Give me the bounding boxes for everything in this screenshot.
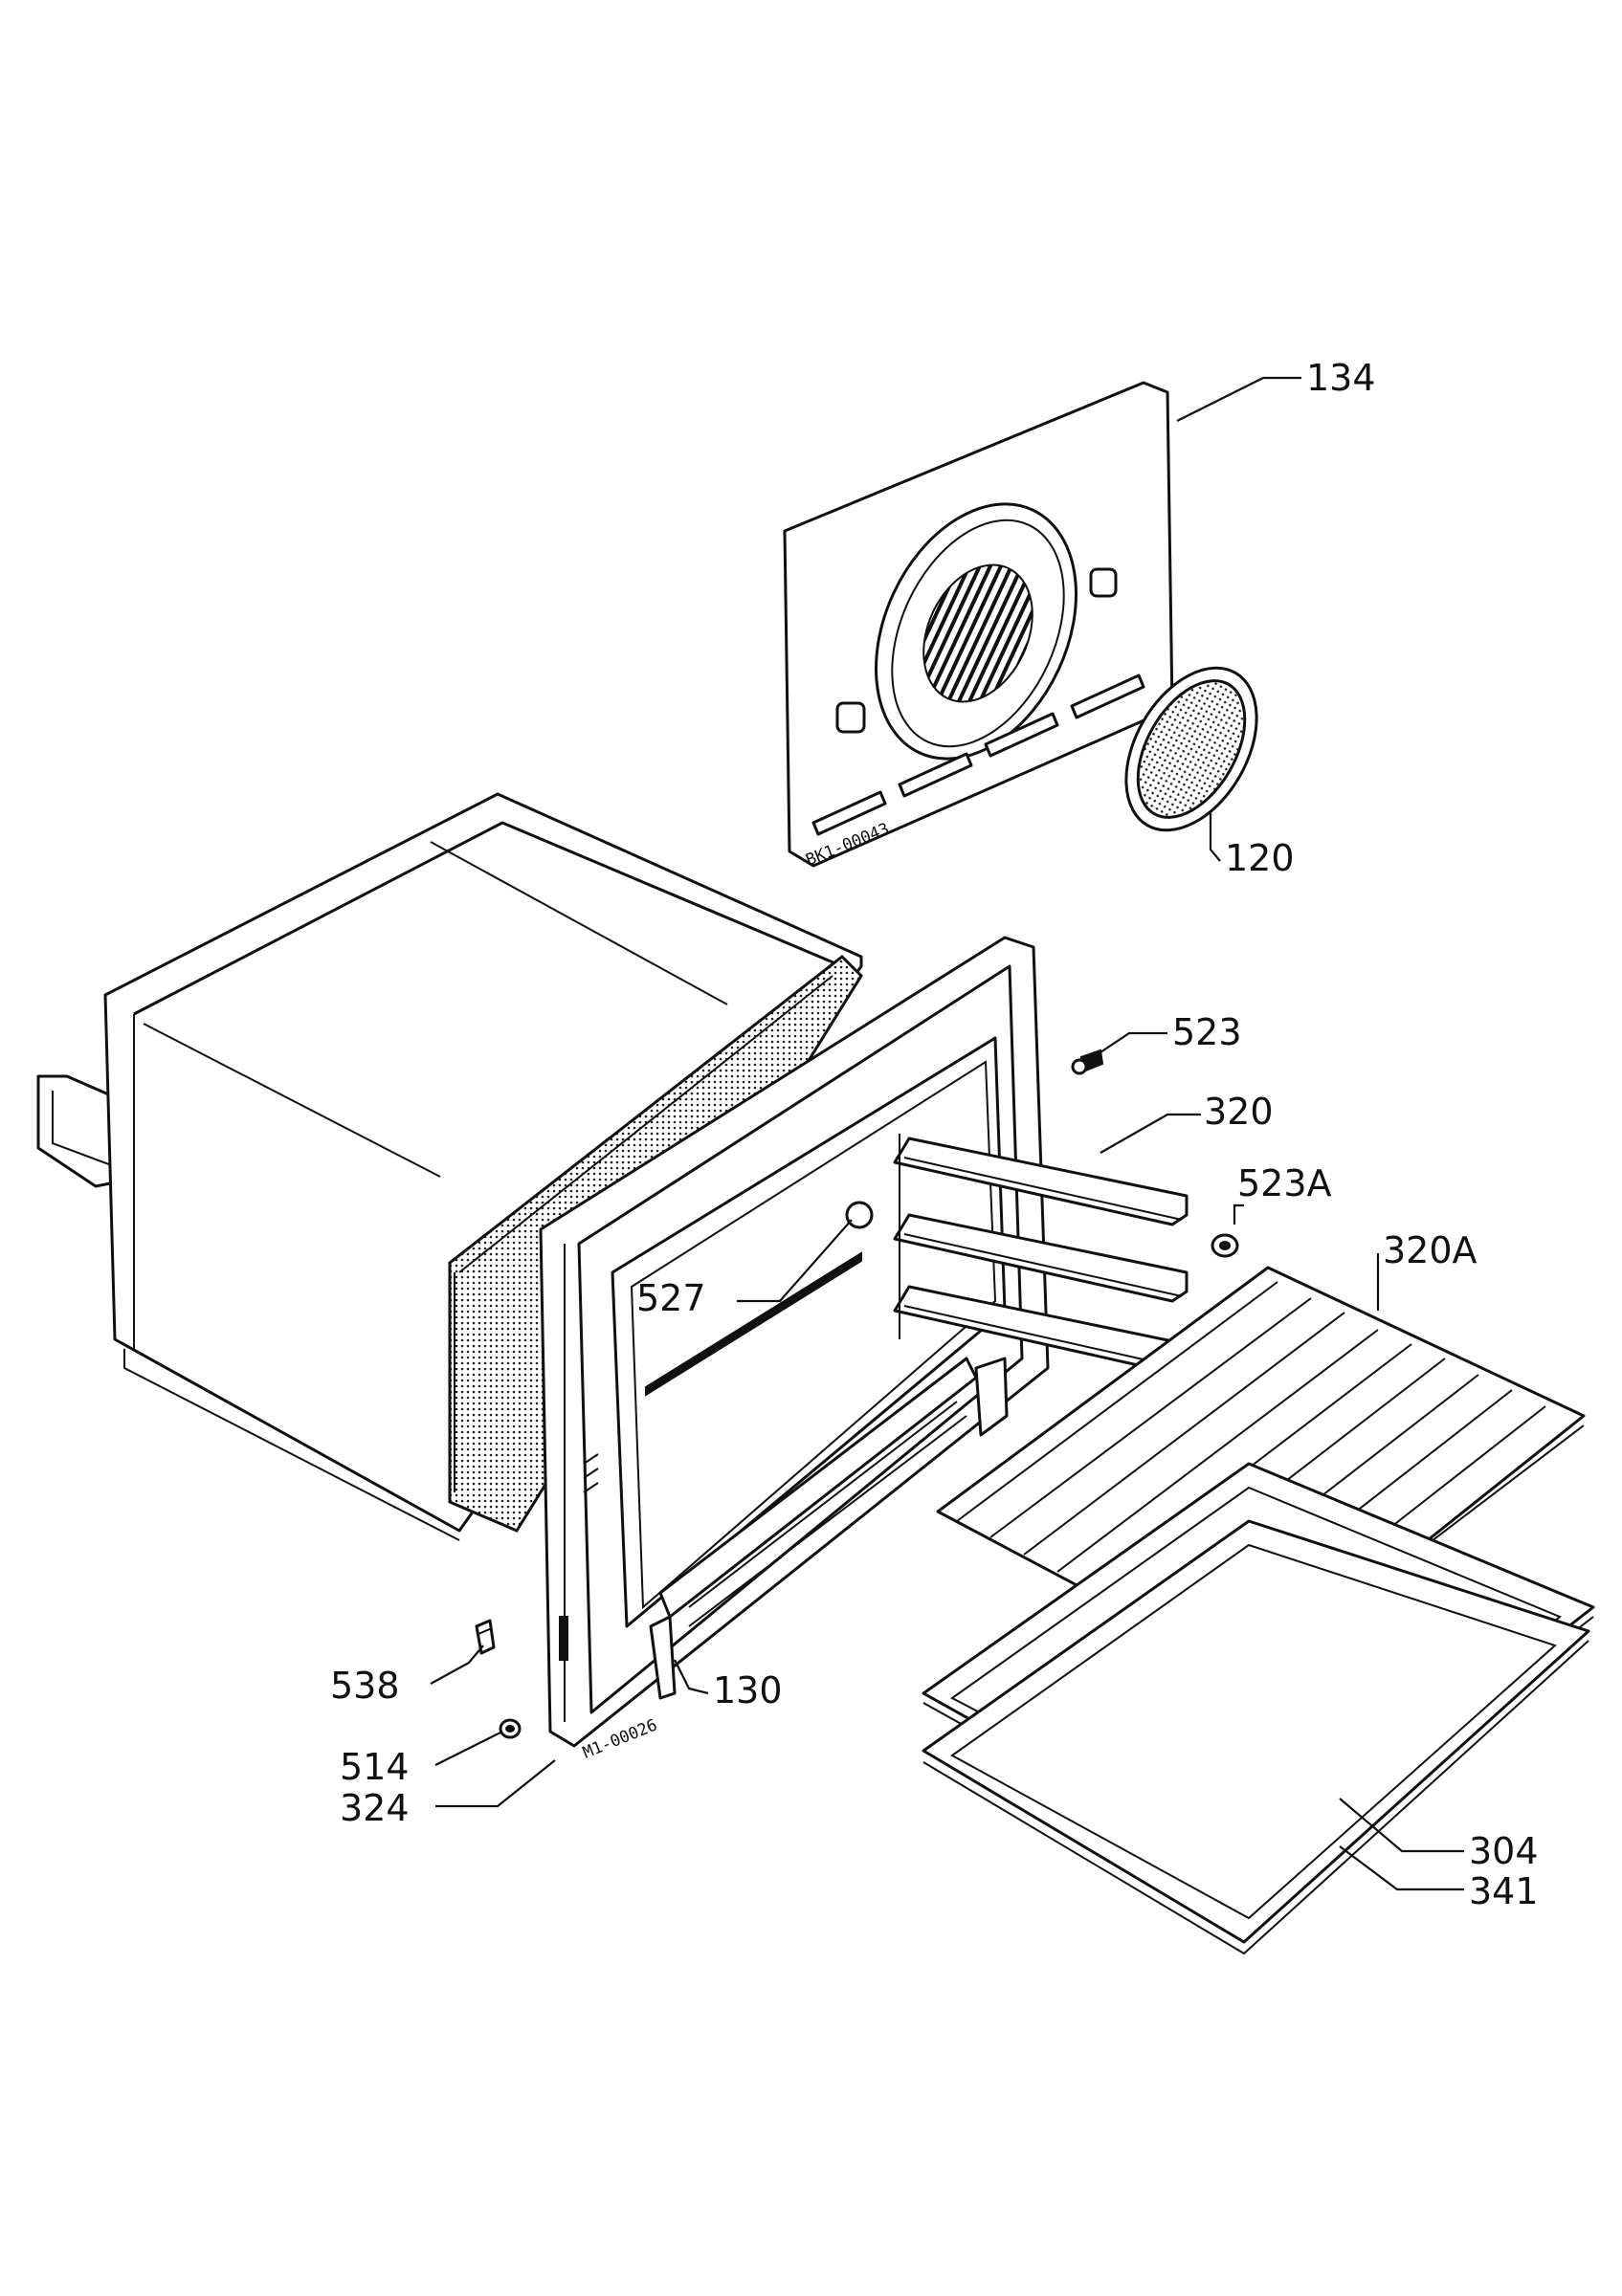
label-130: 130 bbox=[713, 1669, 783, 1711]
door-seal bbox=[611, 1036, 1009, 1700]
label-538: 538 bbox=[330, 1665, 400, 1707]
nut-523a bbox=[1211, 1233, 1239, 1258]
label-304: 304 bbox=[1469, 1830, 1539, 1872]
screw-514 bbox=[499, 1718, 522, 1739]
clip-538 bbox=[475, 1619, 496, 1655]
label-120: 120 bbox=[1225, 837, 1295, 879]
drip-pan bbox=[922, 1519, 1590, 1955]
label-320a: 320A bbox=[1383, 1229, 1478, 1271]
leader-lines bbox=[430, 376, 1464, 1891]
shelf-support-rail bbox=[845, 1134, 1189, 1375]
label-320: 320 bbox=[1204, 1091, 1274, 1133]
label-523: 523 bbox=[1172, 1011, 1242, 1053]
part-labels: 134 120 523 320 523A 320A 527 538 130 51… bbox=[330, 357, 1539, 1912]
fan-filter bbox=[1124, 666, 1258, 832]
label-324: 324 bbox=[340, 1787, 410, 1829]
screw-523 bbox=[1071, 1049, 1104, 1075]
label-514: 514 bbox=[340, 1746, 410, 1788]
back-panel: BK1-00043 bbox=[783, 381, 1174, 871]
label-134: 134 bbox=[1306, 357, 1376, 399]
label-341: 341 bbox=[1469, 1870, 1539, 1912]
label-523a: 523A bbox=[1237, 1162, 1332, 1204]
label-527: 527 bbox=[636, 1277, 706, 1319]
